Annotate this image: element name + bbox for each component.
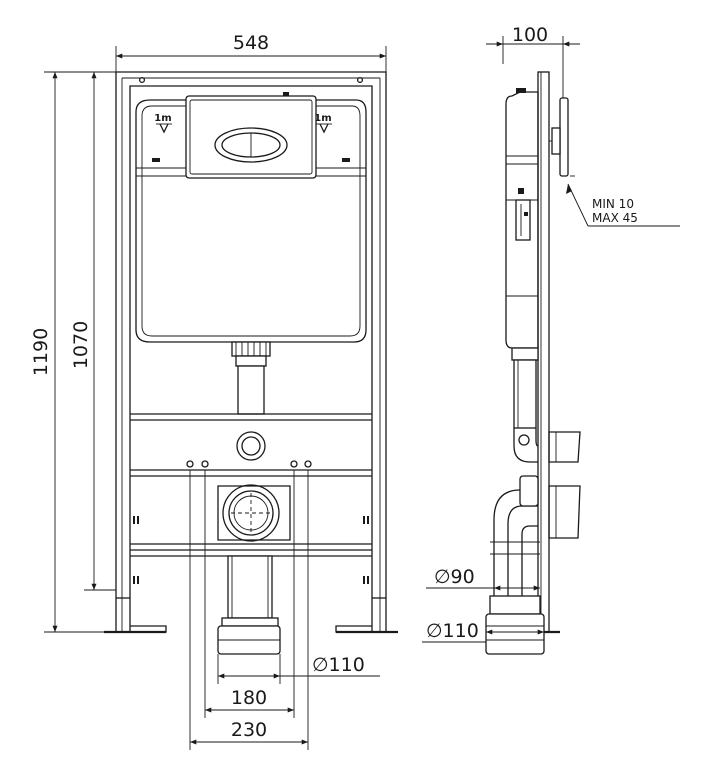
depth-label: 100	[512, 24, 548, 46]
flush-pipe	[231, 341, 271, 415]
front-view: 548 1190 1070	[30, 32, 398, 750]
pipe-110-dimension: ∅110	[422, 620, 544, 643]
svg-text:1m: 1m	[314, 113, 331, 124]
fixing-inner-label: 180	[231, 687, 267, 709]
drain-connection	[217, 484, 291, 655]
pipe-110-label: ∅110	[426, 620, 479, 642]
frame-height-label: 1070	[70, 321, 92, 369]
frame-height-dimension: 1070	[70, 72, 116, 591]
flush-button-plate	[185, 92, 317, 179]
side-view: 100	[422, 24, 680, 655]
plate-adjustment-note: MIN 10 MAX 45	[566, 183, 680, 227]
svg-text:1m: 1m	[154, 113, 171, 124]
cistern: 1m 1m	[135, 92, 367, 343]
total-height-dimension: 1190	[30, 71, 116, 633]
side-cistern	[505, 88, 539, 349]
level-marker-left: 1m	[154, 113, 172, 134]
frame	[104, 71, 398, 634]
side-flush-pipe	[511, 347, 539, 463]
depth-dimension: 100	[486, 24, 580, 118]
bottom-dimension-extensions	[189, 470, 309, 750]
total-height-label: 1190	[30, 328, 52, 376]
width-dimension: 548	[115, 32, 387, 72]
side-flush-plate	[549, 97, 575, 177]
drain-diameter-label: ∅110	[312, 654, 365, 676]
drain-diameter-dimension: ∅110	[218, 654, 380, 679]
fixing-outer-dimension: 230	[190, 719, 308, 745]
level-marker-right: 1m	[314, 113, 332, 134]
adjustment-min-label: MIN 10	[592, 197, 634, 211]
adjustment-max-label: MAX 45	[592, 211, 638, 225]
fixing-outer-label: 230	[231, 719, 267, 741]
side-pan-connectors	[548, 431, 581, 539]
pipe-90-dimension: ∅90	[426, 566, 540, 591]
width-label: 548	[233, 32, 269, 54]
side-drain-bend	[485, 475, 545, 655]
pipe-90-label: ∅90	[434, 566, 475, 588]
fixing-inner-dimension: 180	[205, 687, 294, 713]
